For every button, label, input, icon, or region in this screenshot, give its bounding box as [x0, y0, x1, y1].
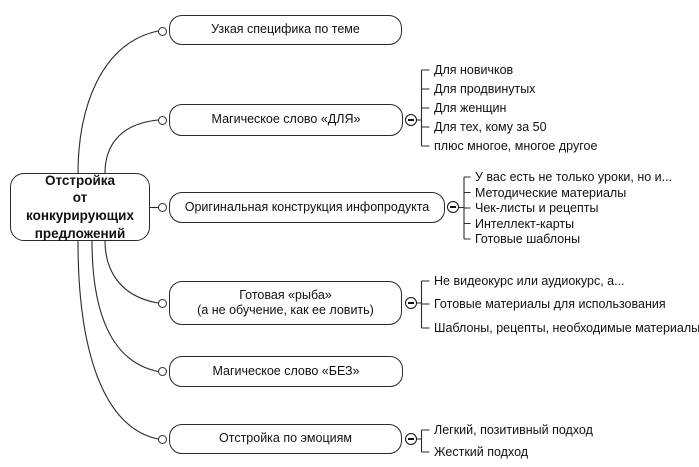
branch-gotovaya-ryba[interactable]: Готовая «рыба» (а не обучение, как ее ло… [169, 281, 402, 325]
child-topic[interactable]: Готовые материалы для использования [434, 296, 666, 311]
child-topic[interactable]: Готовые шаблоны [475, 231, 581, 246]
child-topic[interactable]: Легкий, позитивный подход [434, 422, 593, 437]
branch-otstroyka-po-emociyam[interactable]: Отстройка по эмоциям [169, 424, 402, 454]
minus-icon [450, 206, 456, 208]
child-topic[interactable]: Для женщин [434, 100, 507, 115]
collapse-button-ryba[interactable] [405, 297, 417, 309]
branch-port-circle [158, 299, 167, 308]
child-topic[interactable]: Шаблоны, рецепты, необходимые материалы [434, 320, 699, 335]
branch-port-circle [158, 367, 167, 376]
root-node[interactable]: Отстройка от конкурирующих предложений [10, 173, 150, 241]
child-topic[interactable]: плюс многое, многое другое [434, 138, 598, 153]
connector-curve [77, 240, 159, 440]
connector-curve [104, 240, 159, 304]
child-topic[interactable]: Методические материалы [475, 185, 627, 200]
child-topic[interactable]: Жесткий подход [434, 444, 529, 459]
child-topic[interactable]: Для тех, кому за 50 [434, 119, 547, 134]
child-topic[interactable]: Чек-листы и рецепты [475, 200, 599, 215]
collapse-button-emocii[interactable] [405, 433, 417, 445]
branch-slovo-bez[interactable]: Магическое слово «БЕЗ» [169, 356, 403, 387]
bracket-line [417, 280, 430, 329]
bracket-line [417, 429, 430, 453]
branch-slovo-dlya[interactable]: Магическое слово «ДЛЯ» [169, 104, 403, 136]
branch-konstrukciya-infoprodukta[interactable]: Оригинальная конструкция инфопродукта [169, 192, 445, 223]
connector-curve [77, 30, 159, 174]
child-topic[interactable]: Для новичков [434, 62, 514, 77]
connector-curve [91, 240, 159, 373]
minus-icon [408, 119, 414, 121]
branch-port-circle [158, 435, 167, 444]
branch-port-circle [158, 203, 167, 212]
bracket-line [417, 69, 430, 147]
child-topic[interactable]: Интеллект-карты [475, 216, 575, 231]
child-topic[interactable]: Для продвинутых [434, 81, 536, 96]
branch-uzkaya-specifika[interactable]: Узкая специфика по теме [169, 15, 402, 45]
minus-icon [408, 302, 414, 304]
connector-curve [104, 119, 159, 174]
minus-icon [408, 438, 414, 440]
child-topic[interactable]: Не видеокурс или аудиокурс, а... [434, 273, 625, 288]
branch-port-circle [158, 116, 167, 125]
branch-port-circle [158, 27, 167, 36]
bracket-line [458, 176, 471, 240]
collapse-button-infoprodukt[interactable] [447, 201, 459, 213]
collapse-button-dlya[interactable] [405, 114, 417, 126]
child-topic[interactable]: У вас есть не только уроки, но и... [475, 169, 673, 184]
